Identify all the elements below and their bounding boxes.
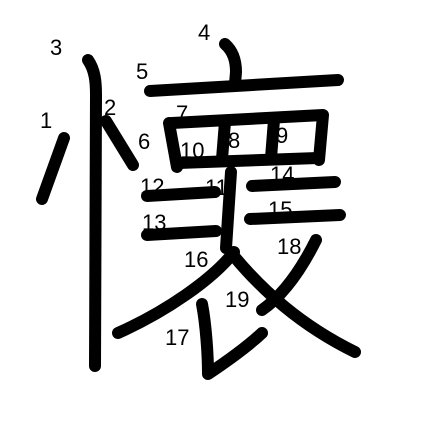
stroke-label-7: 7 bbox=[176, 101, 188, 126]
stroke-3 bbox=[82, 54, 102, 372]
stroke-10 bbox=[172, 152, 324, 169]
stroke-label-15: 15 bbox=[268, 197, 292, 222]
stroke-19 bbox=[227, 249, 361, 358]
stroke-17 bbox=[196, 298, 268, 380]
stroke-12 bbox=[141, 186, 221, 202]
stroke-label-14: 14 bbox=[270, 162, 294, 187]
stroke-4 bbox=[219, 38, 242, 90]
stroke-2 bbox=[100, 115, 139, 171]
stroke-label-13: 13 bbox=[142, 210, 166, 235]
stroke-16 bbox=[112, 246, 240, 339]
stroke-label-12: 12 bbox=[140, 174, 164, 199]
stroke-label-3: 3 bbox=[50, 35, 62, 60]
stroke-label-9: 9 bbox=[276, 123, 288, 148]
strokes bbox=[36, 38, 361, 380]
stroke-14 bbox=[246, 176, 341, 192]
stroke-1 bbox=[36, 132, 70, 205]
stroke-number-labels: 1 2 3 4 5 6 7 8 9 10 11 12 13 14 15 16 1… bbox=[40, 20, 301, 350]
stroke-label-1: 1 bbox=[40, 108, 52, 133]
stroke-label-2: 2 bbox=[104, 95, 116, 120]
stroke-label-6: 6 bbox=[138, 129, 150, 154]
stroke-13 bbox=[141, 225, 222, 241]
stroke-label-8: 8 bbox=[228, 128, 240, 153]
stroke-label-18: 18 bbox=[277, 234, 301, 259]
stroke-label-16: 16 bbox=[184, 247, 208, 272]
stroke-label-5: 5 bbox=[136, 59, 148, 84]
stroke-8 bbox=[216, 116, 231, 165]
stroke-label-10: 10 bbox=[180, 138, 204, 163]
stroke-11 bbox=[220, 166, 237, 254]
stroke-label-4: 4 bbox=[198, 20, 210, 45]
stroke-label-19: 19 bbox=[225, 287, 249, 312]
stroke-18 bbox=[256, 234, 322, 316]
stroke-5 bbox=[144, 74, 344, 97]
stroke-label-11: 11 bbox=[205, 175, 228, 200]
stroke-label-17: 17 bbox=[165, 325, 189, 350]
stroke-9 bbox=[265, 114, 280, 164]
stroke-15 bbox=[244, 209, 346, 225]
